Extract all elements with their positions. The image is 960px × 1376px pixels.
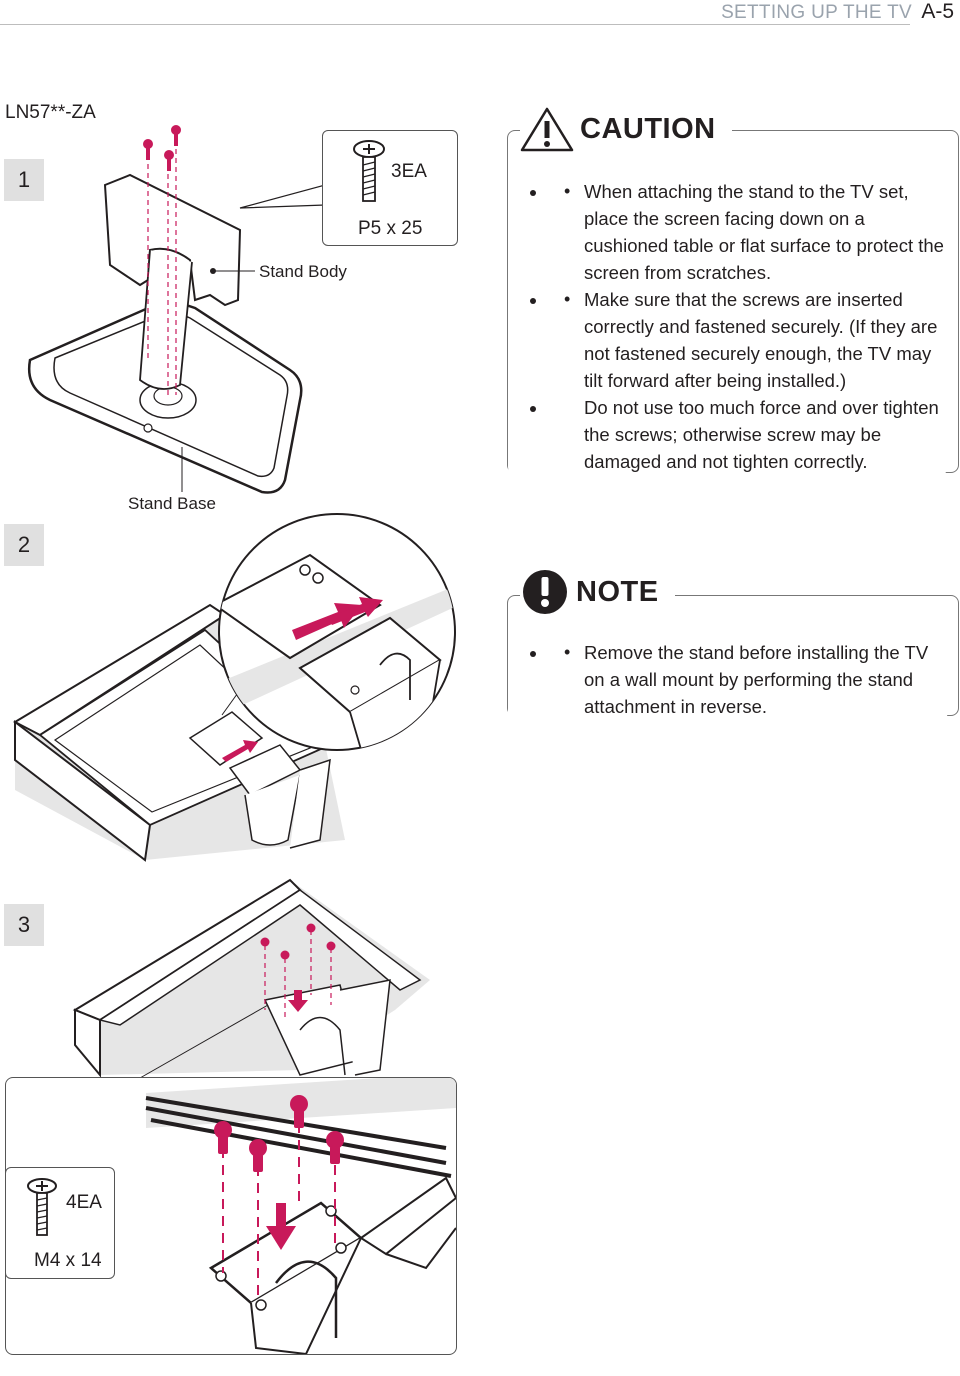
screw-quantity: 4EA [66,1192,102,1213]
caution-item: Make sure that the screws are inserted c… [548,286,948,394]
step-3-badge: 3 [4,904,44,946]
exclamation-circle-icon [523,570,567,614]
caution-title: CAUTION [574,112,724,146]
screw-quantity: 3EA [391,161,427,182]
model-number: LN57**-ZA [5,102,96,123]
screw-size: P5 x 25 [358,218,423,239]
screw-detail-illustration [145,1078,456,1354]
warning-triangle-icon [520,107,574,152]
step-1-badge: 1 [4,159,44,201]
note-item: Remove the stand before installing the T… [548,639,948,720]
section-title: SETTING UP THE TV [721,2,912,23]
note-title: NOTE [570,575,667,609]
caution-header: CAUTION [520,104,732,154]
step-2-badge: 2 [4,524,44,566]
page-number: A-5 [921,0,954,23]
screw-spec-box-1: 3EA P5 x 25 [322,130,458,246]
caution-list: When attaching the stand to the TV set, … [508,162,948,491]
caution-item: When attaching the stand to the TV set, … [548,178,948,286]
stand-base-label: Stand Base [128,494,216,513]
screw-icon [27,1178,57,1236]
note-header: NOTE [520,564,675,620]
note-list: Remove the stand before installing the T… [508,623,948,736]
screw-spec-box-3: 4EA M4 x 14 [5,1167,115,1279]
header-rule [0,24,910,25]
stand-body-label: Stand Body [259,262,347,281]
caution-item: Do not use too much force and over tight… [548,394,948,475]
screw-size: M4 x 14 [34,1250,102,1271]
screw-icon [353,140,385,202]
